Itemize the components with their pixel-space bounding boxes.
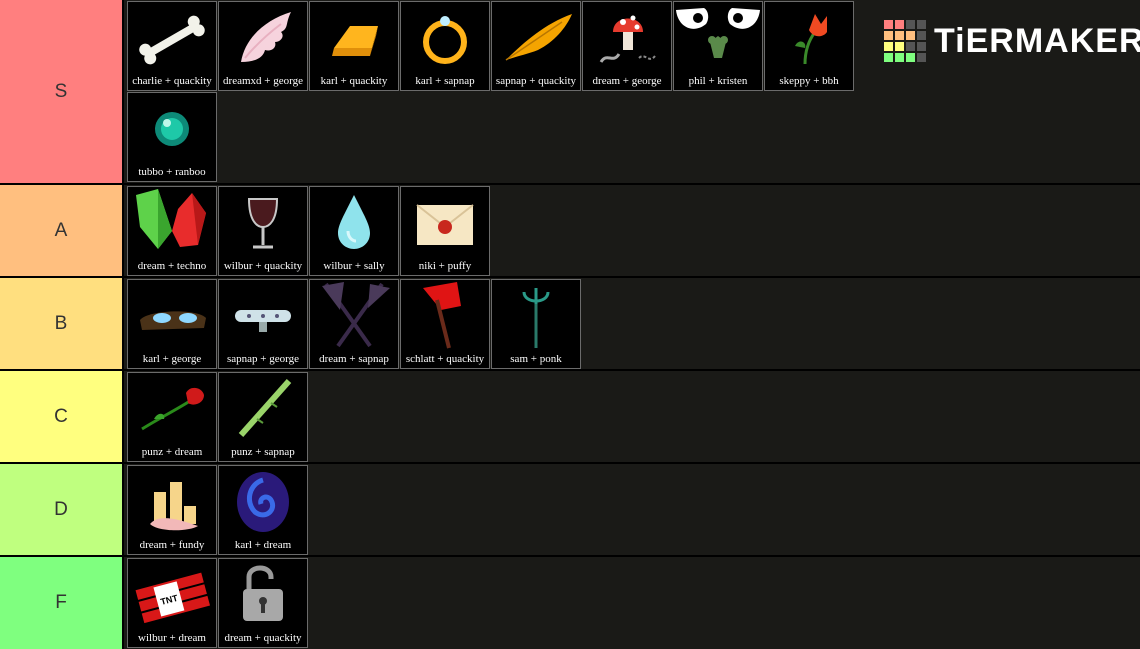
tier-item[interactable]: wilbur + quackity	[218, 186, 308, 276]
tier-items-f: TNT wilbur + dream dream + quackity	[126, 557, 1140, 649]
crossed-axes-icon	[322, 282, 390, 348]
blue-swirl-icon	[237, 472, 289, 532]
logo-grid-icon	[884, 20, 926, 62]
tier-item[interactable]: karl + george	[127, 279, 217, 369]
item-caption: dream + sapnap	[319, 353, 389, 365]
tier-item[interactable]: TNT wilbur + dream	[127, 558, 217, 648]
tier-row-a: A dream + techno wilbur + quackity wilbu…	[0, 185, 1140, 278]
crystals-icon	[136, 189, 206, 249]
sunglasses-icon	[235, 310, 291, 332]
item-caption: sapnap + quackity	[495, 75, 577, 87]
tier-item[interactable]: dream + quackity	[218, 558, 308, 648]
red-axe-icon	[423, 282, 461, 349]
item-caption: wilbur + sally	[323, 260, 385, 272]
tier-item[interactable]: phil + kristen	[673, 1, 763, 91]
mushroom-icon	[599, 15, 656, 63]
item-caption: tubbo + ranboo	[138, 166, 206, 178]
item-caption: schlatt + quackity	[405, 353, 485, 365]
tier-label-a[interactable]: A	[0, 185, 124, 276]
bamboo-icon	[238, 379, 292, 437]
item-caption: wilbur + quackity	[223, 260, 303, 272]
item-caption: skeppy + bbh	[779, 75, 839, 87]
water-drop-icon	[338, 195, 370, 249]
tier-item[interactable]: karl + quackity	[309, 1, 399, 91]
tier-item[interactable]: dream + sapnap	[309, 279, 399, 369]
candles-icon	[150, 482, 198, 531]
tier-row-f: F TNT wilbur + dream dream + quackity	[0, 557, 1140, 649]
tier-row-b: B karl + george sapnap + george dream + …	[0, 278, 1140, 371]
tier-label-s[interactable]: S	[0, 0, 124, 183]
item-caption: punz + dream	[141, 446, 203, 458]
tier-item[interactable]: punz + sapnap	[218, 372, 308, 462]
tier-item[interactable]: karl + dream	[218, 465, 308, 555]
padlock-icon	[243, 565, 283, 621]
tier-item[interactable]: sapnap + george	[218, 279, 308, 369]
tier-items-d: dream + fundy karl + dream	[126, 464, 1140, 555]
envelope-icon	[416, 204, 474, 245]
tier-items-b: karl + george sapnap + george dream + sa…	[126, 278, 1140, 369]
svg-text:TNT: TNT	[159, 593, 179, 607]
tier-item[interactable]: skeppy + bbh	[764, 1, 854, 91]
item-caption: wilbur + dream	[138, 632, 206, 644]
gold-ingot-icon	[332, 26, 378, 56]
tier-items-c: punz + dream punz + sapnap	[126, 371, 1140, 462]
tier-items-a: dream + techno wilbur + quackity wilbur …	[126, 185, 1140, 276]
item-caption: sapnap + george	[227, 353, 299, 365]
item-caption: dream + fundy	[139, 539, 205, 551]
tnt-icon: TNT	[135, 572, 211, 624]
goggles-icon	[140, 311, 206, 330]
tier-row-c: C punz + dream punz + sapnap	[0, 371, 1140, 464]
tier-item[interactable]: sapnap + quackity	[491, 1, 581, 91]
wine-glass-icon	[247, 198, 279, 249]
tier-label-d[interactable]: D	[0, 464, 124, 555]
tier-row-s: S charlie + quackity dreamxd + george ka…	[0, 0, 1140, 185]
item-caption: sam + ponk	[510, 353, 562, 365]
item-caption: karl + sapnap	[415, 75, 475, 87]
tier-label-c[interactable]: C	[0, 371, 124, 462]
tier-items-s: charlie + quackity dreamxd + george karl…	[126, 0, 1140, 183]
tier-item[interactable]: charlie + quackity	[127, 1, 217, 91]
logo-text: TiERMAKER	[934, 22, 1140, 60]
tier-item[interactable]: wilbur + sally	[309, 186, 399, 276]
item-caption: dream + techno	[137, 260, 207, 272]
flower-icon	[795, 14, 827, 65]
tier-item[interactable]: dreamxd + george	[218, 1, 308, 91]
wing-icon	[241, 12, 291, 62]
feather-icon	[505, 14, 572, 61]
tier-item[interactable]: niki + puffy	[400, 186, 490, 276]
item-caption: punz + sapnap	[231, 446, 295, 458]
item-caption: karl + dream	[234, 539, 292, 551]
item-caption: niki + puffy	[418, 260, 472, 272]
trident-icon	[522, 288, 550, 348]
tier-label-b[interactable]: B	[0, 278, 124, 369]
item-caption: dreamxd + george	[223, 75, 303, 87]
tier-item[interactable]: dream + techno	[127, 186, 217, 276]
tiermaker-logo[interactable]: TiERMAKER	[884, 20, 1140, 62]
tier-item[interactable]: karl + sapnap	[400, 1, 490, 91]
bone-icon	[139, 15, 205, 65]
rose-icon	[141, 387, 204, 431]
eyes-icon	[676, 8, 760, 58]
item-caption: karl + george	[142, 353, 202, 365]
tier-item[interactable]: dream + fundy	[127, 465, 217, 555]
item-caption: dream + george	[592, 75, 662, 87]
item-caption: phil + kristen	[688, 75, 748, 87]
item-caption: karl + quackity	[320, 75, 388, 87]
tier-item[interactable]: punz + dream	[127, 372, 217, 462]
item-caption: dream + quackity	[224, 632, 302, 644]
tier-label-f[interactable]: F	[0, 557, 124, 649]
tier-row-d: D dream + fundy karl + dream	[0, 464, 1140, 557]
tier-item[interactable]: schlatt + quackity	[400, 279, 490, 369]
tier-item[interactable]: tubbo + ranboo	[127, 92, 217, 182]
tier-item[interactable]: sam + ponk	[491, 279, 581, 369]
tier-item[interactable]: dream + george	[582, 1, 672, 91]
item-caption: charlie + quackity	[132, 75, 212, 87]
ring-icon	[423, 16, 467, 64]
pearl-icon	[155, 112, 189, 146]
